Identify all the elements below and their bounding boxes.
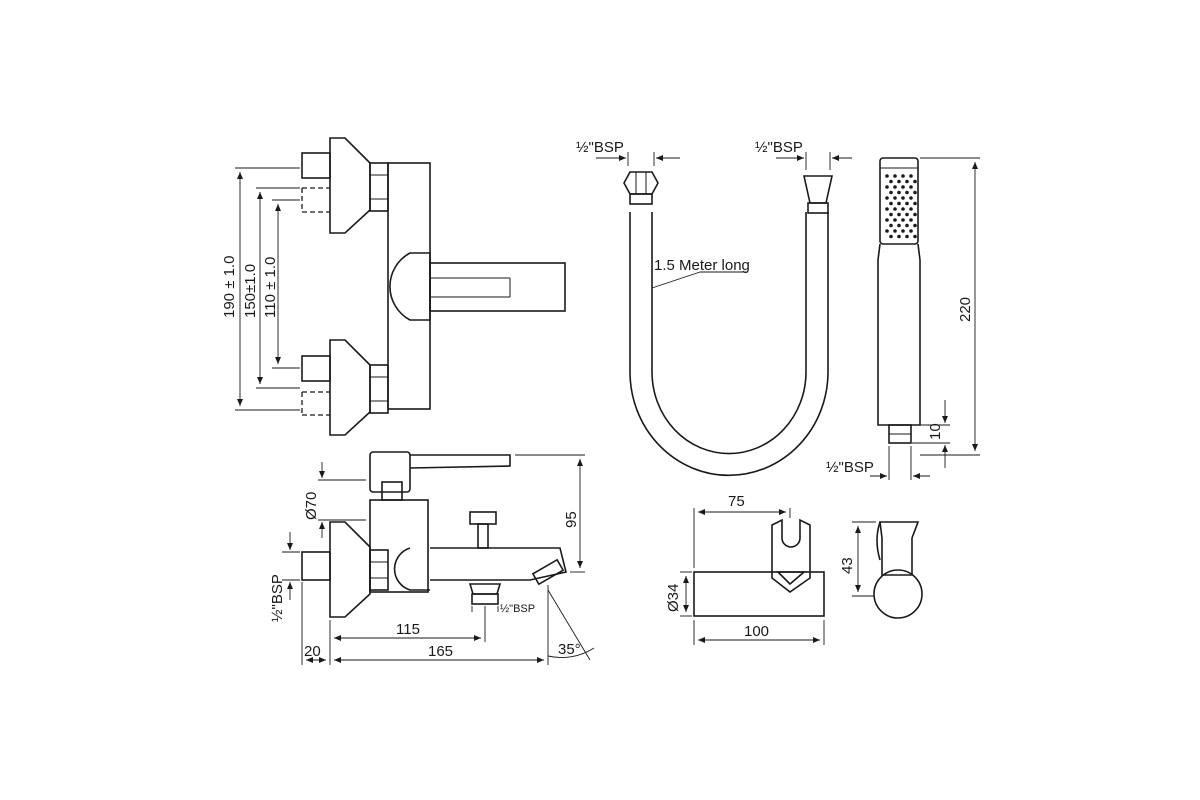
nozzle-dot bbox=[905, 234, 909, 239]
nozzle-dot bbox=[901, 174, 905, 178]
nozzle-dot bbox=[889, 223, 893, 228]
wall-holder: 75 Ø34 100 43 bbox=[665, 493, 923, 645]
nozzle-dot bbox=[913, 223, 917, 228]
nozzle-dot bbox=[905, 179, 909, 184]
nozzle-dot bbox=[897, 212, 901, 217]
hand-shower-bsp-label: ½"BSP bbox=[826, 459, 874, 476]
nozzle-dot bbox=[897, 234, 901, 239]
nozzle-dot bbox=[885, 185, 889, 189]
dim-75-label: 75 bbox=[728, 493, 745, 510]
nozzle-pattern bbox=[885, 174, 917, 239]
nozzle-dot bbox=[897, 201, 901, 206]
top-view-bsp-side-label: ½"BSP bbox=[269, 574, 286, 622]
nozzle-dot bbox=[889, 212, 893, 217]
hand-shower: 220 10 ½"BSP bbox=[826, 157, 980, 480]
nozzle-dot bbox=[909, 174, 913, 178]
hose-bsp-left-label: ½"BSP bbox=[576, 139, 624, 156]
dim-diameter-34-label: Ø34 bbox=[665, 584, 682, 612]
dim-165-label: 165 bbox=[428, 643, 453, 660]
nozzle-dot bbox=[901, 196, 905, 200]
nozzle-dot bbox=[905, 190, 909, 195]
dim-110-label: 110 ± 1.0 bbox=[262, 257, 279, 318]
nozzle-dot bbox=[909, 196, 913, 200]
nozzle-dot bbox=[905, 212, 909, 217]
nozzle-dot bbox=[893, 229, 897, 233]
nozzle-dot bbox=[913, 212, 917, 217]
dim-angle-label: 35° bbox=[558, 641, 581, 658]
shower-hose: ½"BSP ½"BSP 1.5 Meter long bbox=[576, 139, 852, 477]
nozzle-dot bbox=[893, 207, 897, 211]
dim-95-label: 95 bbox=[563, 511, 580, 528]
nozzle-dot bbox=[889, 234, 893, 239]
nozzle-dot bbox=[885, 207, 889, 211]
nozzle-dot bbox=[913, 234, 917, 239]
nozzle-dot bbox=[901, 218, 905, 222]
nozzle-dot bbox=[893, 174, 897, 178]
nozzle-dot bbox=[885, 229, 889, 233]
nozzle-dot bbox=[913, 190, 917, 195]
nozzle-dot bbox=[909, 218, 913, 222]
nozzle-dot bbox=[889, 179, 893, 184]
nozzle-dot bbox=[909, 207, 913, 211]
nozzle-dot bbox=[909, 229, 913, 233]
front-view: 190 ± 1.0 150±1.0 110 ± 1.0 bbox=[221, 137, 566, 436]
nozzle-dot bbox=[905, 223, 909, 228]
nozzle-dot bbox=[897, 179, 901, 184]
nozzle-dot bbox=[913, 179, 917, 184]
nozzle-dot bbox=[885, 174, 889, 178]
dim-115-label: 115 bbox=[396, 621, 420, 638]
dim-10-label: 10 bbox=[927, 423, 944, 440]
nozzle-dot bbox=[885, 196, 889, 200]
nozzle-dot bbox=[913, 201, 917, 206]
hose-bsp-right-label: ½"BSP bbox=[755, 139, 803, 156]
dim-43-label: 43 bbox=[839, 557, 856, 574]
nozzle-dot bbox=[893, 196, 897, 200]
hose-length-label: 1.5 Meter long bbox=[654, 257, 750, 274]
dim-20-label: 20 bbox=[304, 643, 321, 660]
dim-100-label: 100 bbox=[744, 623, 769, 640]
dim-190-label: 190 ± 1.0 bbox=[221, 256, 238, 318]
nozzle-dot bbox=[889, 201, 893, 206]
top-view-bsp-outlet-label: ½"BSP bbox=[500, 603, 535, 615]
nozzle-dot bbox=[905, 201, 909, 206]
nozzle-dot bbox=[901, 229, 905, 233]
nozzle-dot bbox=[893, 218, 897, 222]
nozzle-dot bbox=[901, 185, 905, 189]
nozzle-dot bbox=[889, 190, 893, 195]
nozzle-dot bbox=[885, 218, 889, 222]
top-view: Ø70 95 ½"BSP ½"BSP 115 20 165 35° bbox=[269, 451, 595, 665]
nozzle-dot bbox=[897, 190, 901, 195]
dim-220-label: 220 bbox=[957, 297, 974, 322]
dim-diameter-70-label: Ø70 bbox=[303, 492, 320, 520]
nozzle-dot bbox=[909, 185, 913, 189]
dim-150-label: 150±1.0 bbox=[242, 264, 259, 318]
nozzle-dot bbox=[897, 223, 901, 228]
nozzle-dot bbox=[901, 207, 905, 211]
nozzle-dot bbox=[893, 185, 897, 189]
